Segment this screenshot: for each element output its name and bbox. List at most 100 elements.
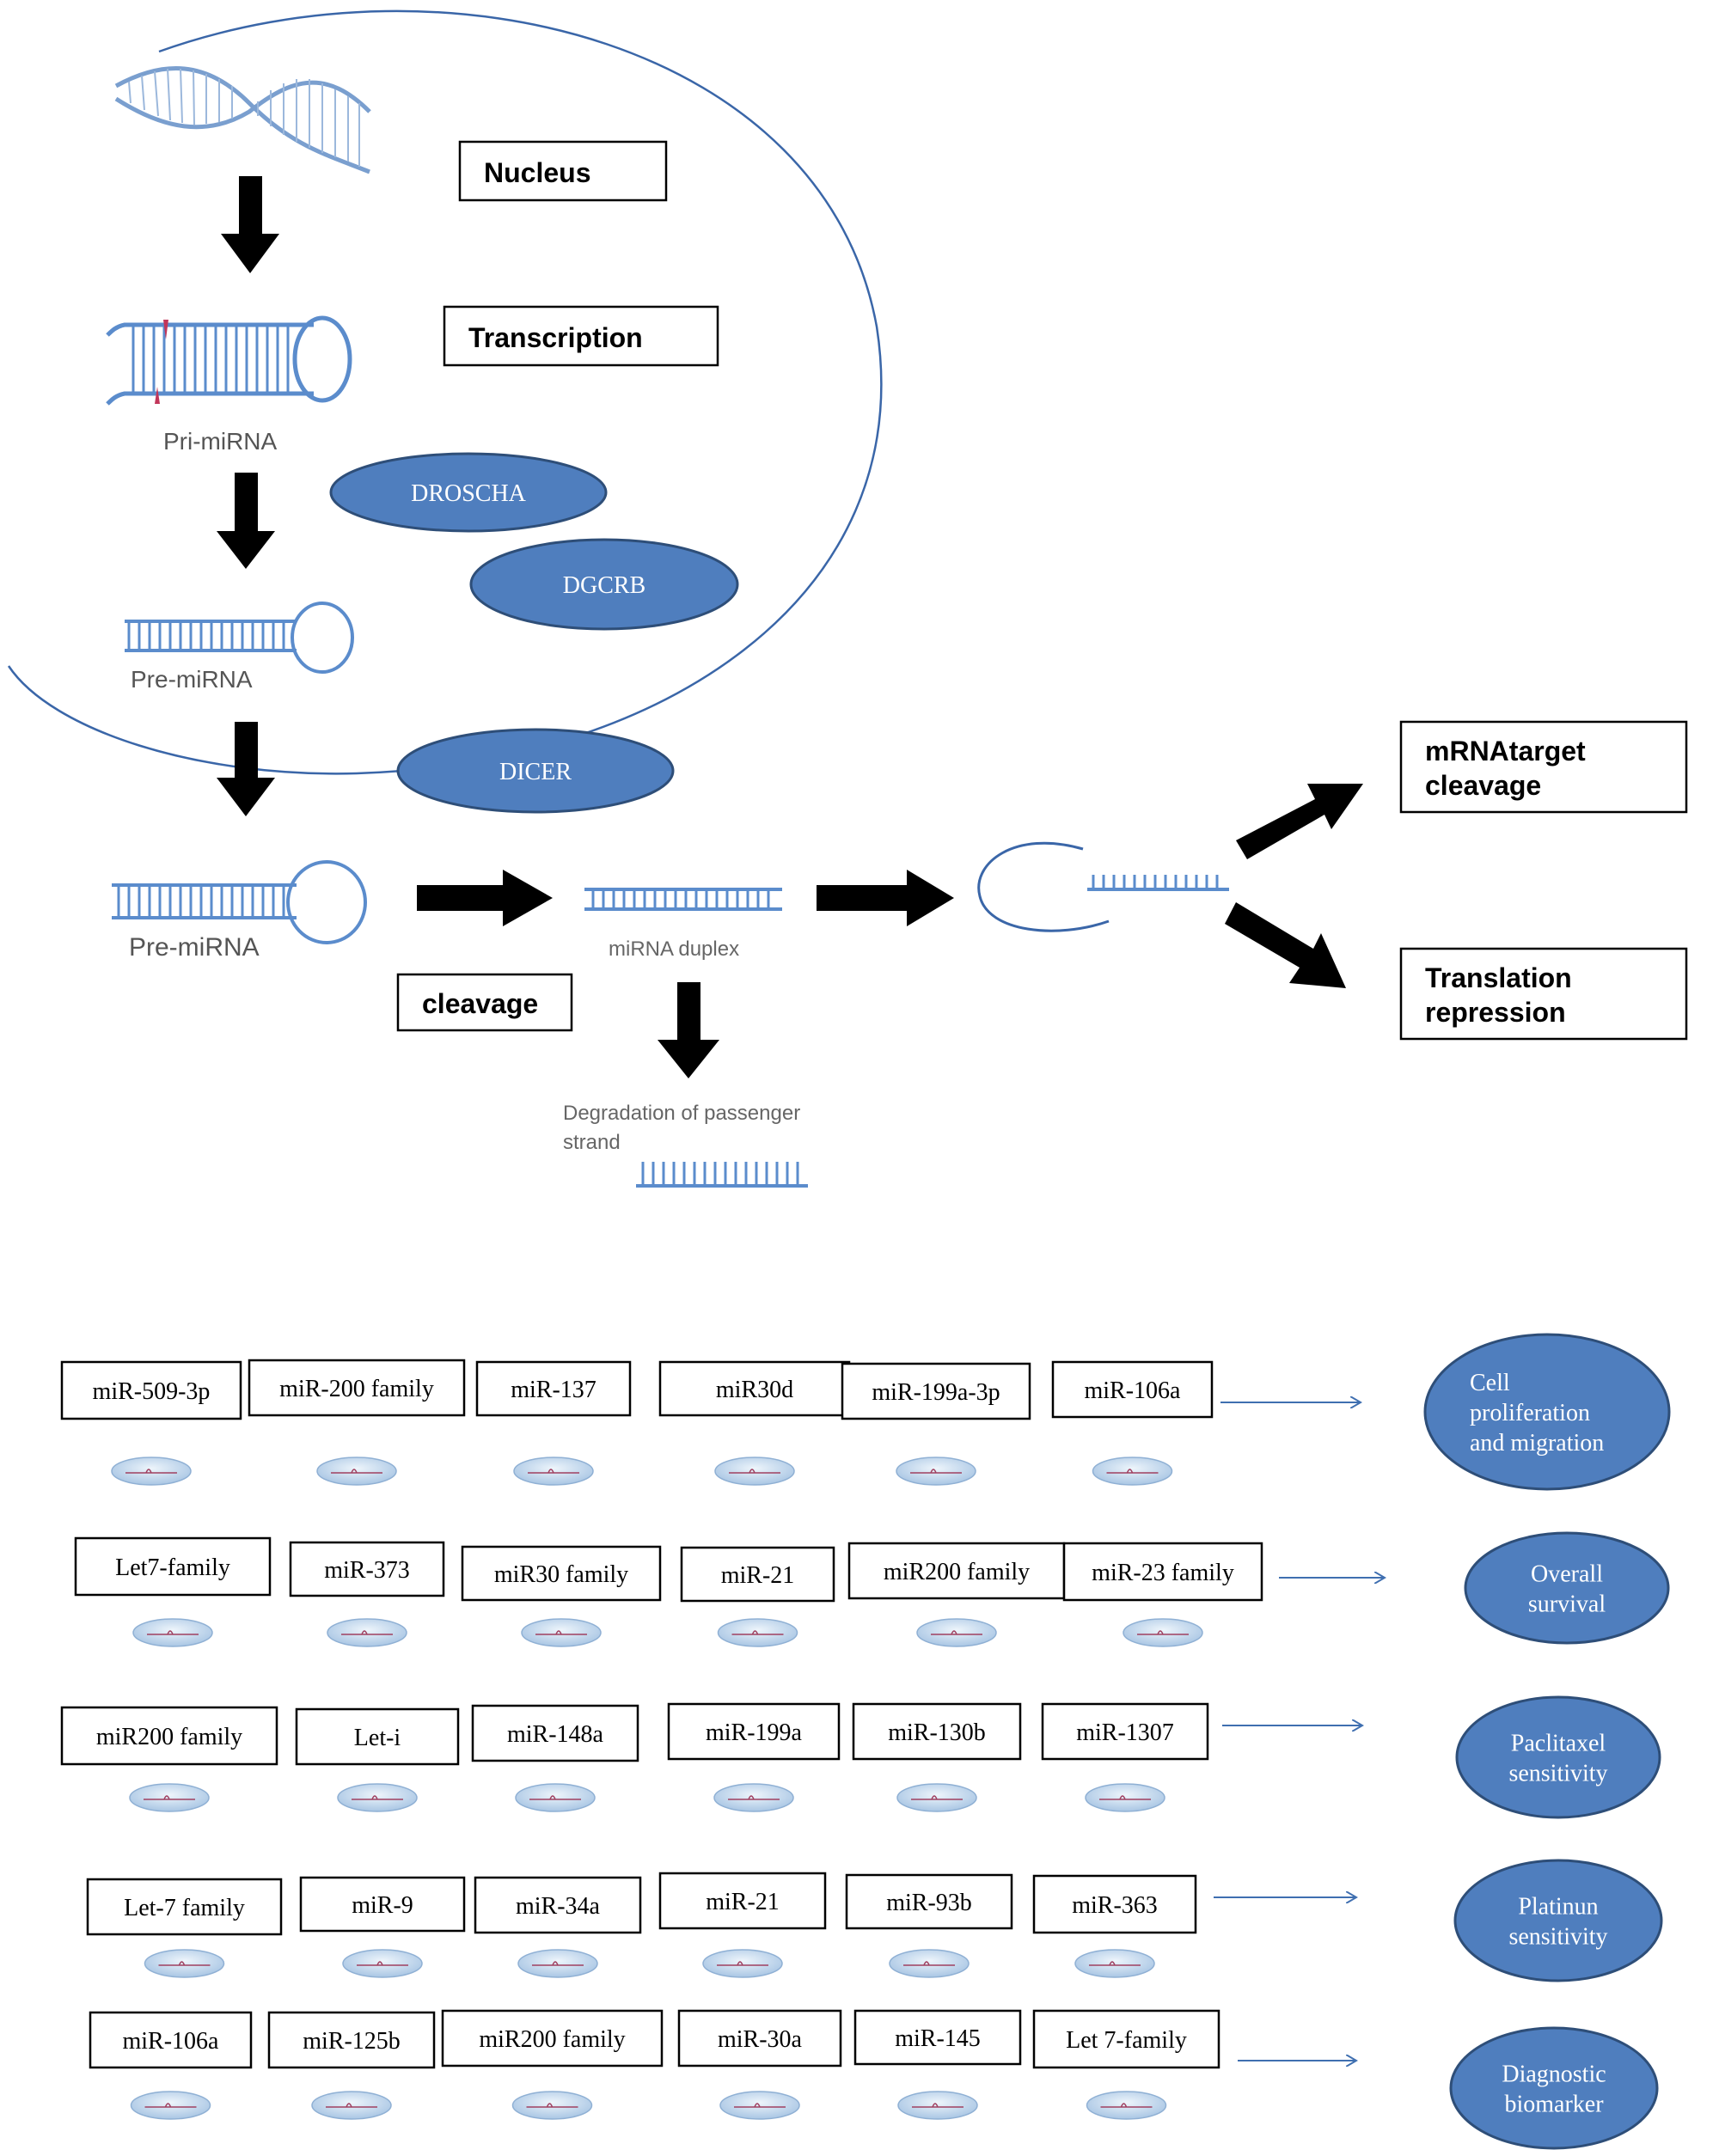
mini-hairpin-icon bbox=[111, 1457, 192, 1486]
mirna-box: miR200 family bbox=[441, 2009, 664, 2067]
diagonal-down-arrow-icon bbox=[1225, 902, 1346, 988]
mirna-label: miR-93b bbox=[886, 1890, 972, 1916]
translation-line2: repression bbox=[1425, 997, 1566, 1028]
mirna-label: miR-373 bbox=[324, 1557, 410, 1584]
mirna-label: miR200 family bbox=[479, 2026, 625, 2053]
mini-hairpin-icon bbox=[713, 1783, 794, 1812]
mirna-label: miR-363 bbox=[1072, 1892, 1158, 1919]
cleavage-box: cleavage bbox=[396, 973, 573, 1032]
drosha-label: DROSCHA bbox=[411, 480, 527, 507]
dgcrb-enzyme: DGCRB bbox=[469, 538, 739, 631]
transcription-label: Transcription bbox=[468, 322, 643, 353]
mirna-label: miR-106a bbox=[123, 2028, 220, 2055]
mirna-box: miR-23 family bbox=[1062, 1542, 1263, 1602]
mirna-box: Let-7 family bbox=[86, 1878, 283, 1936]
mini-hairpin-icon bbox=[916, 1618, 997, 1647]
dna-helix-icon bbox=[114, 66, 371, 174]
mirna-box: Let7-family bbox=[74, 1536, 272, 1597]
transcription-box: Transcription bbox=[443, 305, 719, 367]
mirna-box: miR-1307 bbox=[1041, 1702, 1209, 1761]
mrna-cleavage-line2: cleavage bbox=[1425, 770, 1541, 801]
drosha-enzyme: DROSCHA bbox=[329, 452, 608, 533]
mrna-cleavage-line1: mRNAtarget bbox=[1425, 736, 1586, 767]
mirna-box: miR-21 bbox=[680, 1546, 835, 1603]
cleavage-label: cleavage bbox=[422, 988, 538, 1019]
mirna-label: miR30 family bbox=[494, 1561, 628, 1588]
degradation-label-line1: Degradation of passenger bbox=[563, 1102, 800, 1125]
mirna-label: miR-125b bbox=[303, 2028, 401, 2055]
mirna-label: miR-137 bbox=[511, 1377, 596, 1403]
mirna-label: miR-30a bbox=[718, 2026, 803, 2053]
mini-hairpin-icon bbox=[1074, 1949, 1155, 1978]
mini-hairpin-icon bbox=[311, 2091, 392, 2120]
dicer-label: DICER bbox=[499, 759, 572, 785]
mirna-duplex-label: miRNA duplex bbox=[609, 938, 739, 961]
pri-mirna-hairpin-icon bbox=[106, 315, 352, 406]
mirna-label: miR-106a bbox=[1085, 1377, 1182, 1404]
mirna-box: Let 7-family bbox=[1032, 2009, 1220, 2069]
outcome-label: Paclitaxel bbox=[1511, 1731, 1606, 1757]
mirna-label: miR-199a bbox=[706, 1719, 803, 1746]
mirna-label: miR-21 bbox=[706, 1889, 780, 1915]
pre-mirna-hairpin-icon bbox=[125, 602, 354, 674]
mini-hairpin-icon bbox=[717, 1618, 798, 1647]
mirna-box: miR200 family bbox=[60, 1706, 278, 1766]
pre-mirna-label-1: Pre-miRNA bbox=[131, 666, 253, 693]
mini-hairpin-icon bbox=[132, 1618, 213, 1647]
mirna-label: miR-199a-3p bbox=[872, 1379, 1000, 1406]
mirna-box: miR-21 bbox=[658, 1872, 827, 1930]
mirna-box: miR-200 family bbox=[248, 1359, 466, 1417]
mirna-row: miR-509-3p miR-200 family miR-137 miR30d miR… bbox=[60, 1333, 1671, 1491]
nucleus-label: Nucleus bbox=[484, 157, 590, 188]
mirna-label: miR-9 bbox=[352, 1892, 413, 1919]
pre-mirna-hairpin-icon bbox=[112, 860, 367, 944]
mirna-label: miR-21 bbox=[721, 1562, 795, 1589]
down-arrow-icon bbox=[658, 982, 719, 1078]
mirna-label: miR-509-3p bbox=[93, 1378, 211, 1405]
mini-hairpin-icon bbox=[896, 1457, 976, 1486]
mirna-label: miR-1307 bbox=[1076, 1719, 1174, 1746]
risc-complex-icon bbox=[977, 841, 1229, 932]
mirna-box: miR-199a-3p bbox=[841, 1362, 1031, 1420]
mirna-duplex-icon bbox=[584, 888, 782, 911]
nucleus-box: Nucleus bbox=[458, 140, 668, 202]
mirna-box: miR-145 bbox=[853, 2009, 1022, 2066]
mini-hairpin-icon bbox=[130, 2091, 211, 2120]
mirna-box: miR30d bbox=[658, 1360, 851, 1417]
mini-hairpin-icon bbox=[702, 1949, 783, 1978]
mirna-label: miR-200 family bbox=[279, 1376, 434, 1402]
mirna-row: Let7-family miR-373 miR30 family miR-21 miR2… bbox=[74, 1531, 1670, 1647]
mirna-box: miR-106a bbox=[1051, 1360, 1214, 1419]
mini-hairpin-icon bbox=[1086, 2091, 1167, 2120]
mirna-outcome-rows: miR-509-3p miR-200 family miR-137 miR30d miR… bbox=[60, 1333, 1671, 2150]
passenger-strand-icon bbox=[636, 1162, 808, 1188]
mirna-box: miR-130b bbox=[852, 1702, 1022, 1761]
mini-hairpin-icon bbox=[1123, 1618, 1203, 1647]
mirna-label: Let-i bbox=[354, 1725, 401, 1751]
mirna-label: Let7-family bbox=[115, 1554, 230, 1581]
mirna-label: miR-130b bbox=[888, 1719, 986, 1746]
pre-mirna-label-2: Pre-miRNA bbox=[129, 933, 260, 962]
mirna-label: Let 7-family bbox=[1066, 2027, 1187, 2054]
mirna-box: miR-106a bbox=[89, 2011, 253, 2069]
mirna-box: miR200 family bbox=[847, 1542, 1066, 1600]
right-arrow-icon bbox=[817, 870, 954, 926]
mirna-label: miR200 family bbox=[884, 1559, 1030, 1585]
mirna-row: miR-106a miR-125b miR200 family miR-30a miR-… bbox=[89, 2009, 1659, 2150]
mirna-box: miR-34a bbox=[474, 1876, 642, 1934]
mini-hairpin-icon bbox=[517, 1949, 598, 1978]
mirna-box: miR-30a bbox=[677, 2009, 842, 2067]
mini-hairpin-icon bbox=[327, 1618, 407, 1647]
mini-hairpin-icon bbox=[316, 1457, 397, 1486]
mirna-label: miR-34a bbox=[516, 1893, 601, 1920]
diagonal-up-arrow-icon bbox=[1236, 784, 1363, 859]
down-arrow-icon bbox=[217, 473, 275, 569]
outcome-label: and migration bbox=[1470, 1430, 1604, 1457]
mini-hairpin-icon bbox=[144, 1949, 225, 1978]
mirna-label: miR30d bbox=[716, 1377, 793, 1403]
outcome-label: Platinun bbox=[1518, 1894, 1598, 1921]
down-arrow-icon bbox=[217, 722, 275, 816]
